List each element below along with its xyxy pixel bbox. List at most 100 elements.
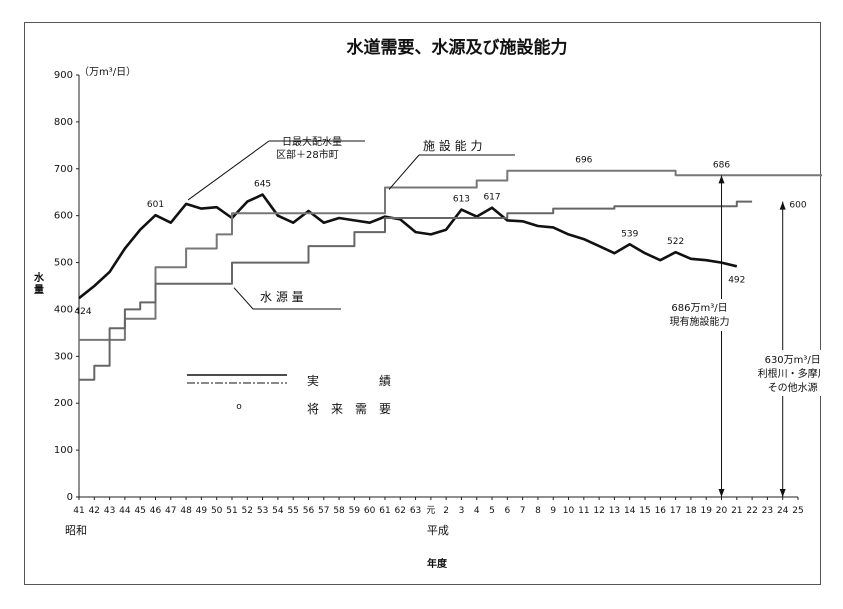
- era-label-showa: 昭和: [65, 524, 87, 537]
- x-tick-label: 元: [426, 506, 435, 516]
- data-label: 645: [254, 180, 271, 190]
- x-tick-label: 11: [578, 506, 589, 516]
- x-tick-label: 6: [504, 506, 510, 516]
- x-tick-label: 62: [395, 506, 406, 516]
- source-arrow-head-bottom: [779, 489, 786, 497]
- x-tick-label: 8: [535, 506, 541, 516]
- y-tick-label: 700: [54, 164, 73, 175]
- y-tick-label: 600: [54, 211, 73, 222]
- x-tick-label: 45: [134, 506, 145, 516]
- x-tick-label: 16: [655, 506, 667, 516]
- x-tick-label: 52: [242, 506, 253, 516]
- data-label: 617: [483, 193, 500, 203]
- x-tick-label: 18: [685, 506, 697, 516]
- x-tick-label: 59: [349, 506, 361, 516]
- annotation-facility: 施 設 能 力: [423, 138, 482, 153]
- data-label: 696: [575, 156, 592, 166]
- y-axis-label: 水: [33, 271, 45, 284]
- y-tick-label: 200: [54, 398, 73, 409]
- data-label: 600: [789, 201, 806, 211]
- x-tick-label: 10: [563, 506, 575, 516]
- x-tick-label: 4: [474, 506, 480, 516]
- x-tick-label: 23: [762, 506, 773, 516]
- capacity-note-line2: 現有施設能力: [670, 315, 730, 328]
- data-label: 539: [621, 229, 638, 239]
- data-label: 522: [667, 237, 684, 247]
- data-label: 686: [713, 160, 730, 170]
- x-tick-label: 44: [119, 506, 131, 516]
- x-tick-label: 49: [196, 506, 208, 516]
- x-tick-label: 21: [731, 506, 742, 516]
- annotation-water-source: 水 源 量: [260, 290, 304, 304]
- x-tick-label: 17: [670, 506, 681, 516]
- data-label: 601: [147, 200, 164, 210]
- x-tick-label: 20: [716, 506, 728, 516]
- x-tick-label: 53: [257, 506, 268, 516]
- y-tick-label: 400: [54, 304, 73, 315]
- x-tick-label: 41: [73, 506, 84, 516]
- y-axis-unit: （万m³/日）: [79, 66, 136, 78]
- source-note-line3: その他水源: [768, 381, 818, 394]
- x-tick-label: 60: [364, 506, 376, 516]
- capacity-arrow-head-bottom: [718, 489, 725, 497]
- x-axis-label: 年度: [427, 557, 448, 570]
- y-tick-label: 900: [54, 70, 73, 81]
- data-label: 492: [728, 275, 745, 285]
- x-tick-label: 50: [211, 506, 223, 516]
- x-tick-label: 3: [459, 506, 465, 516]
- era-label-heisei: 平成: [427, 524, 449, 537]
- source-arrow-head-top: [779, 201, 786, 210]
- leader-line-facility: [388, 154, 420, 190]
- x-tick-label: 24: [777, 506, 789, 516]
- capacity-arrow-head-top: [718, 175, 725, 184]
- chart-frame: 水道需要、水源及び施設能力 （万m³/日） 年度 0 100 200 300 400 50…: [24, 22, 822, 585]
- x-tick-label: 19: [700, 506, 712, 516]
- x-tick-label: 54: [272, 506, 284, 516]
- x-tick-label: 51: [226, 506, 237, 516]
- x-tick-label: 56: [303, 506, 315, 516]
- x-tick-label: 61: [379, 506, 390, 516]
- x-tick-label: 13: [609, 506, 620, 516]
- x-tick-label: 7: [520, 506, 526, 516]
- capacity-note-bg: [651, 299, 748, 331]
- legend-actual-label: 実 績: [307, 373, 391, 388]
- data-label: 424: [74, 307, 91, 317]
- x-tick-label: 2: [443, 506, 449, 516]
- y-tick-label: 500: [54, 258, 73, 269]
- leader-line-demand: [187, 140, 270, 201]
- x-tick-label: 15: [639, 506, 650, 516]
- y-tick-label: 100: [54, 445, 73, 456]
- y-tick-label: 300: [54, 351, 73, 362]
- x-tick-label: 14: [624, 506, 636, 516]
- x-tick-label: 46: [150, 506, 162, 516]
- x-tick-label: 58: [333, 506, 345, 516]
- leader-line-water-source: [233, 287, 341, 310]
- chart-title: 水道需要、水源及び施設能力: [347, 37, 568, 58]
- x-tick-label: 55: [287, 506, 298, 516]
- x-tick-label: 9: [550, 506, 556, 516]
- x-tick-label: 43: [104, 506, 115, 516]
- source-note-line2: 利根川・多摩川: [758, 367, 822, 380]
- series-line-demand: [78, 193, 738, 300]
- x-tick-label: 25: [792, 506, 803, 516]
- x-tick-label: 57: [318, 506, 329, 516]
- legend-forecast-marker: o: [236, 402, 242, 412]
- series-lines: [78, 169, 822, 381]
- capacity-note-line1: 686万m³/日: [671, 303, 727, 314]
- y-tick-label: 0: [67, 492, 73, 503]
- x-tick-label: 48: [180, 506, 192, 516]
- source-note-line1: 630万m³/日: [765, 355, 821, 366]
- source-note-bg: [744, 350, 822, 396]
- annotation-demand-line2: 区部＋28市町: [276, 148, 339, 161]
- data-label: 613: [453, 195, 470, 205]
- x-tick-label: 12: [593, 506, 604, 516]
- legend: 実 績 o 将 来 需 要: [187, 373, 391, 416]
- x-tick-label: 5: [489, 506, 495, 516]
- y-tick-label: 800: [54, 117, 73, 128]
- chart-svg: 水道需要、水源及び施設能力 （万m³/日） 年度 0 100 200 300 400 50…: [33, 37, 822, 570]
- legend-forecast-label: 将 来 需 要: [307, 402, 391, 416]
- data-labels: 424 601 645 613 617 539 522 492 696 686 600: [74, 156, 806, 318]
- y-axis-label: 量: [34, 283, 44, 296]
